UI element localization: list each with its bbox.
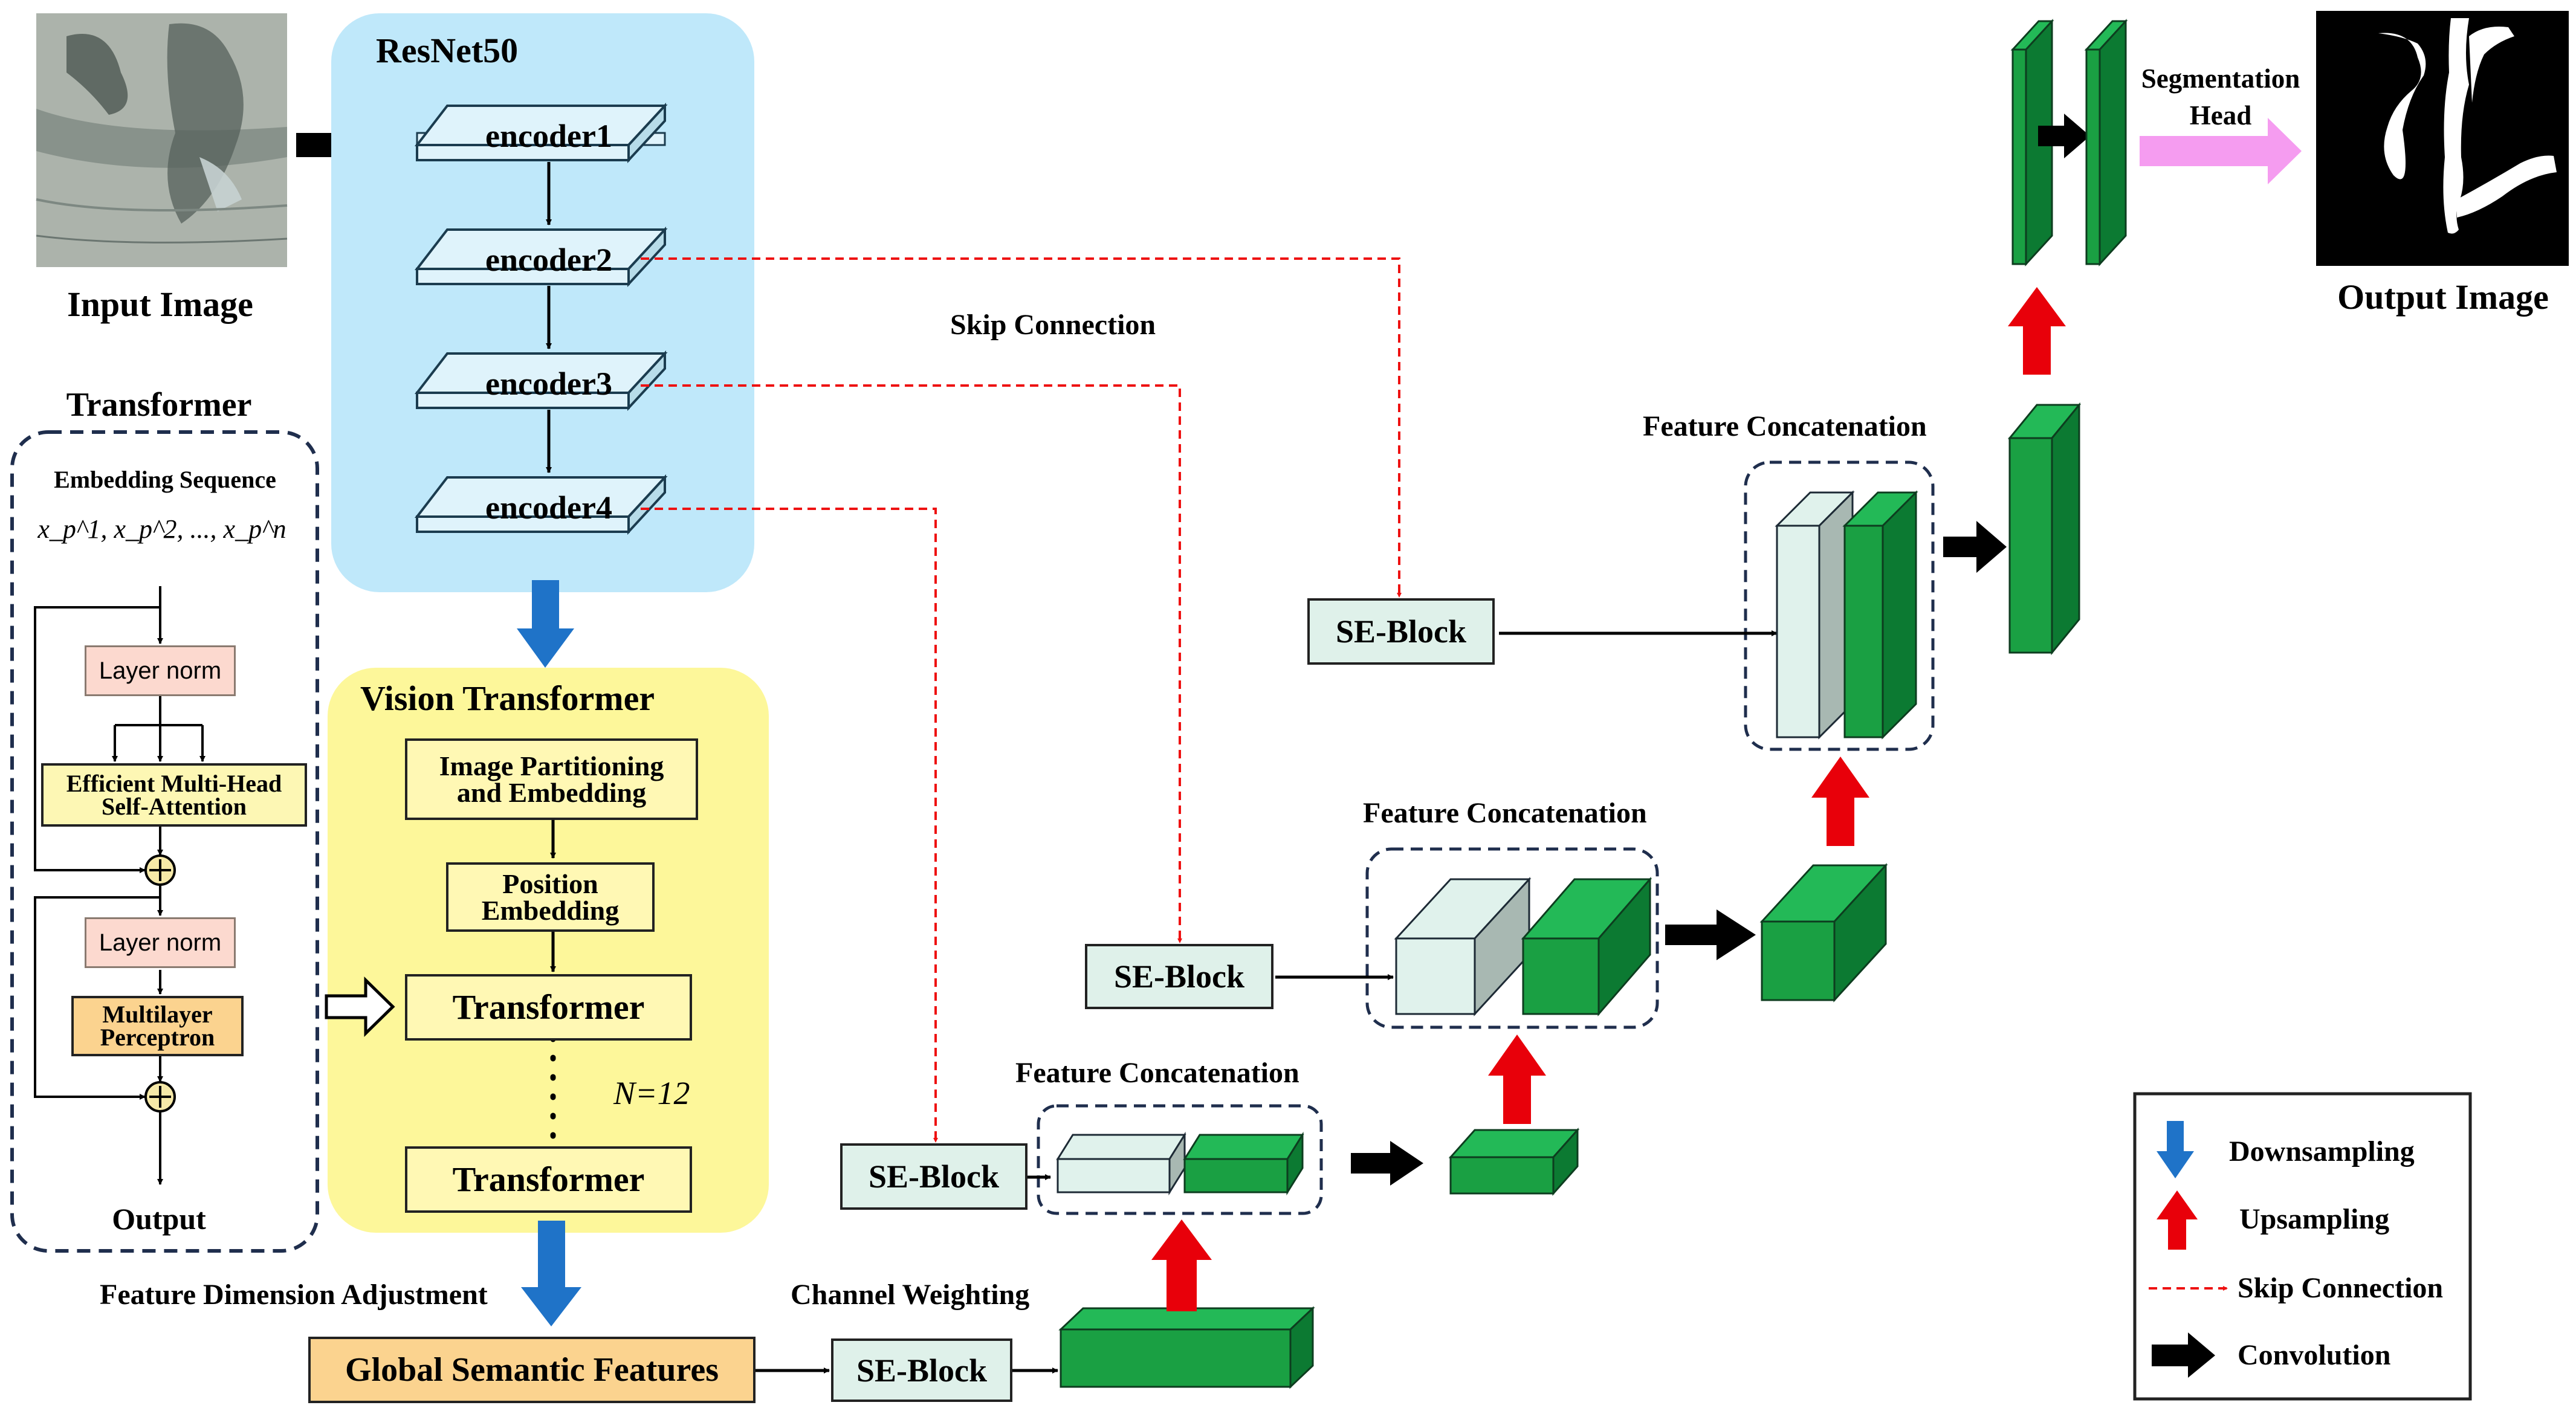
legend-convolution-icon [2152,1332,2215,1378]
encoder4-block [414,474,668,535]
encoder2-block [414,226,668,288]
feature-block-2 [1759,863,1888,1003]
se-block-encoder3: SE-Block [1085,944,1273,1009]
transformer-detail-flow [34,586,205,1185]
concat3-skip-feature [1775,490,1855,740]
input-image-label: Input Image [67,285,253,324]
feature-concat-group-3 [1744,460,1935,751]
position-embedding-box: Position Embedding [446,862,655,932]
attention-box: Efficient Multi-Head Self-Attention [41,763,307,827]
convolution-arrow-3 [1943,521,2007,573]
output-image [2316,11,2569,266]
convolution-arrow-2 [1665,909,1756,960]
residual-add-2 [144,1081,176,1112]
feature-block-3 [2007,402,2082,656]
feature-concat-label-3: Feature Concatenation [1643,410,1927,442]
feature-dimension-label: Feature Dimension Adjustment [100,1279,488,1311]
upsample-arrow-3 [1811,757,1869,846]
encoder3-block [414,350,668,412]
skip-connection-label: Skip Connection [950,309,1156,341]
upsample-arrow-1 [1151,1219,1212,1311]
feature-block-bottom [1058,1306,1315,1389]
input-image [36,13,288,267]
vision-transformer-title: Vision Transformer [360,679,655,718]
upsample-arrow-4 [2008,287,2066,375]
output-image-label: Output Image [2337,277,2549,317]
transformer-block-1: Transformer [405,974,692,1041]
embedding-sequence-label: Embedding Sequence [54,466,276,493]
transformer-block-n: Transformer [405,1146,692,1213]
legend-convolution-label: Convolution [2238,1339,2391,1371]
legend-downsampling-label: Downsampling [2229,1135,2415,1167]
transformer-count-label: N=12 [613,1075,690,1111]
mlp-box: Multilayer Perceptron [71,996,244,1056]
feature-concat-label-1: Feature Concatenation [1015,1057,1299,1089]
feature-block-1 [1448,1128,1580,1196]
embedding-formula: x_p^1, x_p^2, ..., x_p^n [37,514,286,544]
feature-concat-label-2: Feature Concatenation [1363,797,1647,829]
encoder1-label: encoder1 [485,118,612,154]
downsample-arrow-1 [517,580,574,668]
decoder-slab-2 [2084,19,2128,266]
transformer-detail-arrow [325,977,395,1037]
segmentation-head-arrow [2140,118,2302,184]
downsample-arrow-2 [521,1221,581,1326]
global-semantic-features-box: Global Semantic Features [308,1337,756,1403]
skip-connections [641,257,1402,1143]
layer-norm-box-1: Layer norm [85,645,236,696]
convolution-arrow-1 [1351,1141,1423,1186]
image-partitioning-box: Image Partitioning and Embedding [405,738,698,820]
concat2-skip-feature [1394,877,1532,1016]
legend-upsampling-label: Upsampling [2239,1203,2390,1235]
transformer-output-label: Output [112,1202,206,1236]
se-block-bottom: SE-Block [831,1338,1012,1402]
feature-concat-group-2 [1365,847,1659,1029]
legend-downsampling-icon [2157,1121,2194,1178]
encoder3-label: encoder3 [485,366,612,402]
transformer-detail-title: Transformer [66,386,252,424]
encoder2-label: encoder2 [485,242,612,278]
legend-upsampling-icon [2157,1190,2198,1250]
upsample-arrow-2 [1488,1035,1546,1124]
transformer-detail-panel [10,430,319,1253]
concat1-up-feature [1183,1131,1304,1196]
concat3-up-feature [1842,490,1918,740]
legend-skip-connection-label: Skip Connection [2238,1272,2444,1304]
segmentation-head-label: Segmentation Head [2141,63,2300,131]
concat1-skip-feature [1056,1131,1186,1196]
se-block-encoder4: SE-Block [840,1143,1027,1210]
feature-concat-group-1 [1037,1104,1323,1215]
layer-norm-box-2: Layer norm [85,917,236,968]
convolution-arrow-4 [2038,114,2090,158]
concat2-up-feature [1521,876,1652,1017]
encoder4-label: encoder4 [485,489,612,526]
encoder1-block [414,102,668,164]
channel-weighting-label: Channel Weighting [791,1279,1030,1311]
se-block-encoder2: SE-Block [1307,598,1495,665]
resnet-title: ResNet50 [376,31,519,70]
residual-add-1 [144,854,176,886]
